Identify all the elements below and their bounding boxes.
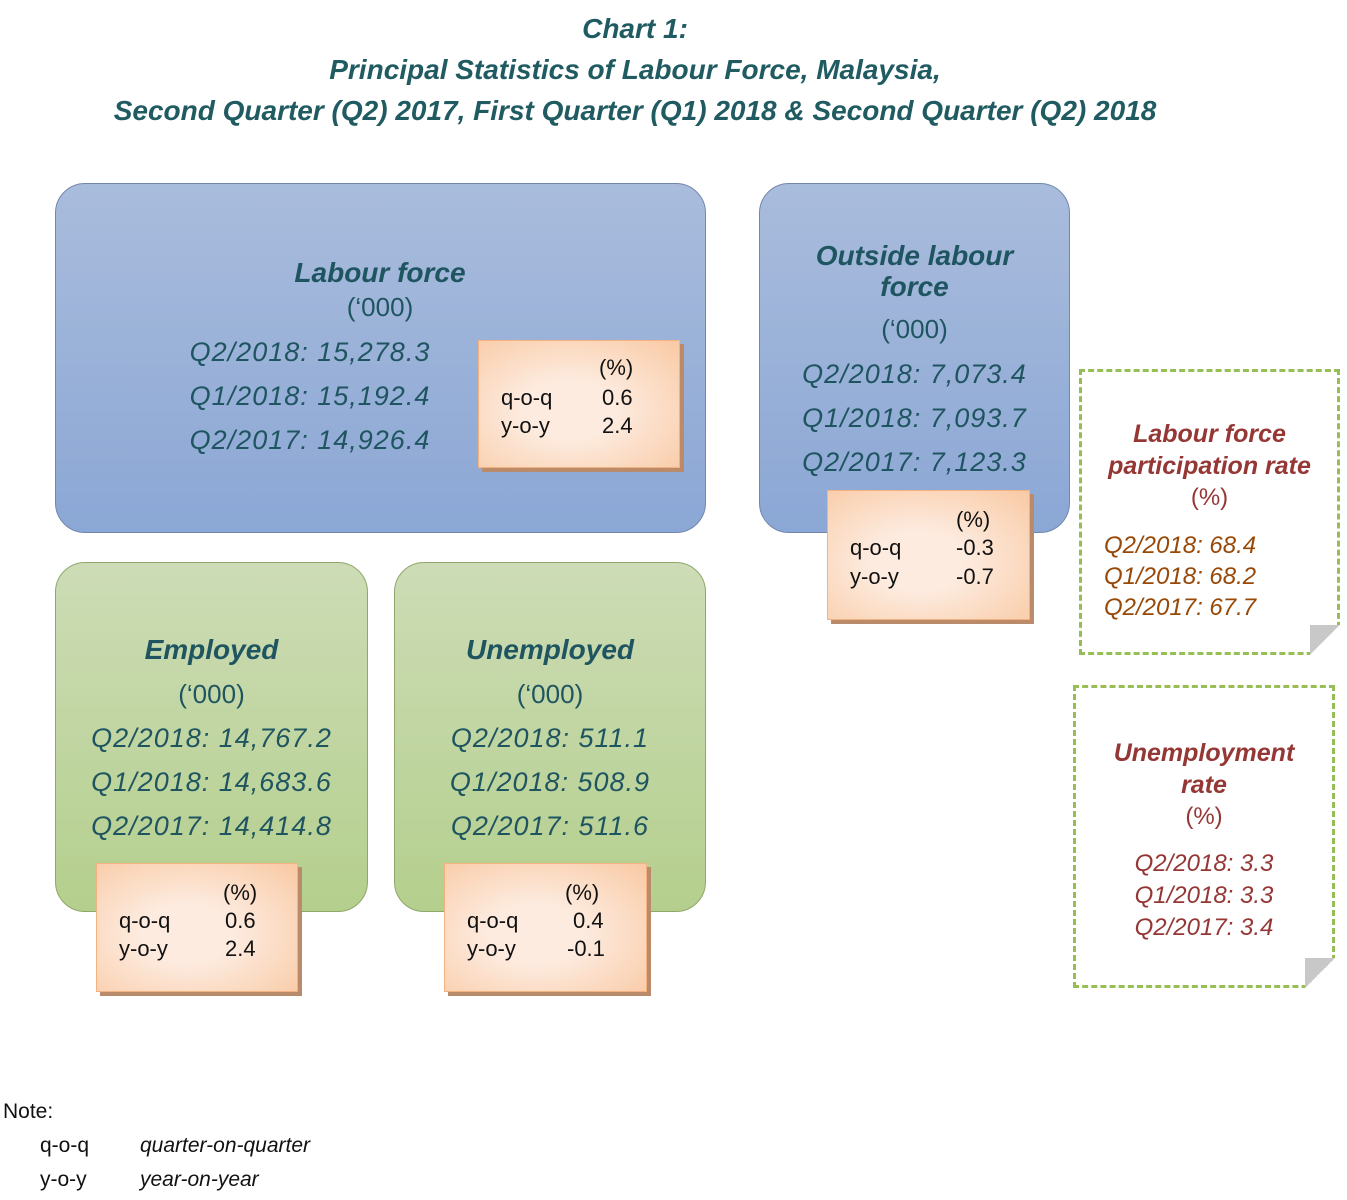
yoy-value: 2.4 xyxy=(225,936,256,961)
employed-block: Employed (‘000) Q2/2018: 14,767.2 Q1/201… xyxy=(55,628,368,848)
title-line-3: Second Quarter (Q2) 2017, First Quarter … xyxy=(113,95,1157,126)
outside-heading-block: Outside labour force (‘000) xyxy=(759,240,1070,345)
value-q2-2017: Q2/2017: 14,926.4 xyxy=(189,425,431,455)
value-q1-2018: Q1/2018: 7,093.7 xyxy=(802,403,1027,433)
qoq-value: -0.3 xyxy=(956,535,994,560)
outside-heading-line2: force xyxy=(880,271,949,302)
outside-change-box: (%) q-o-q -0.3 y-o-y -0.7 xyxy=(827,490,1030,620)
note-abbr-qoq: q-o-q xyxy=(40,1134,90,1157)
value-q2-2017: Q2/2017: 3.4 xyxy=(1134,914,1274,941)
qoq-label: q-o-q xyxy=(119,908,171,933)
note-full-qoq: quarter-on-quarter xyxy=(140,1134,311,1157)
qoq-label: q-o-q xyxy=(501,385,553,410)
value-q1-2018: Q1/2018: 3.3 xyxy=(1134,882,1274,909)
lfpr-values: Q2/2018: 68.4 Q1/2018: 68.2 Q2/2017: 67.… xyxy=(1104,530,1256,623)
change-unit: (%) xyxy=(599,355,634,380)
ur-heading-line1: Unemployment xyxy=(1113,739,1295,767)
page-fold-icon xyxy=(1305,958,1335,988)
labour-force-unit: (‘000) xyxy=(346,292,414,322)
qoq-label: q-o-q xyxy=(850,535,902,560)
ur-heading-line2: rate xyxy=(1181,771,1227,799)
unemployed-heading: Unemployed xyxy=(465,634,635,665)
value-q2-2017: Q2/2017: 511.6 xyxy=(450,811,650,841)
outside-heading-line1: Outside labour xyxy=(815,240,1014,271)
labour-force-heading: Labour force xyxy=(294,257,466,288)
unemployed-box xyxy=(394,562,706,912)
yoy-value: -0.1 xyxy=(567,936,605,961)
ur-unit: (%) xyxy=(1185,803,1223,830)
unemployed-unit: (‘000) xyxy=(516,679,584,709)
labour-force-values: Q2/2018: 15,278.3 Q1/2018: 15,192.4 Q2/2… xyxy=(150,330,470,462)
outside-values: Q2/2018: 7,073.4 Q1/2018: 7,093.7 Q2/201… xyxy=(759,352,1070,484)
employed-change-box: (%) q-o-q 0.6 y-o-y 2.4 xyxy=(96,863,298,992)
labour-force-heading-block: Labour force (‘000) xyxy=(140,256,620,324)
qoq-value: 0.4 xyxy=(573,908,604,933)
change-unit: (%) xyxy=(956,507,991,532)
page-fold-icon xyxy=(1310,625,1340,655)
change-unit: (%) xyxy=(565,880,600,905)
employed-heading: Employed xyxy=(144,634,279,665)
value-q2-2017: Q2/2017: 14,414.8 xyxy=(91,811,332,841)
value-q2-2017: Q2/2017: 7,123.3 xyxy=(802,447,1027,477)
outside-labour-force-box xyxy=(759,183,1070,533)
yoy-label: y-o-y xyxy=(501,413,550,438)
title-line-1: Chart 1: xyxy=(582,13,688,44)
note-full-yoy: year-on-year xyxy=(140,1168,259,1191)
yoy-value: 2.4 xyxy=(602,413,633,438)
yoy-value: -0.7 xyxy=(956,564,994,589)
chart-title: Chart 1: Principal Statistics of Labour … xyxy=(0,8,1270,131)
employed-unit: (‘000) xyxy=(178,679,245,709)
lfpr-box xyxy=(1079,369,1340,655)
value-q1-2018: Q1/2018: 508.9 xyxy=(449,767,651,797)
qoq-value: 0.6 xyxy=(602,385,633,410)
yoy-label: y-o-y xyxy=(119,936,168,961)
ur-box xyxy=(1073,685,1335,988)
note-abbr-yoy: y-o-y xyxy=(40,1168,87,1191)
value-q2-2018: Q2/2018: 68.4 xyxy=(1104,532,1257,559)
change-unit: (%) xyxy=(223,880,258,905)
title-line-2: Principal Statistics of Labour Force, Ma… xyxy=(329,54,941,85)
qoq-label: q-o-q xyxy=(467,908,519,933)
value-q2-2018: Q2/2018: 15,278.3 xyxy=(189,337,431,367)
value-q1-2018: Q1/2018: 68.2 xyxy=(1104,563,1257,590)
yoy-label: y-o-y xyxy=(467,936,516,961)
yoy-label: y-o-y xyxy=(850,564,899,589)
value-q2-2018: Q2/2018: 511.1 xyxy=(450,723,650,753)
value-q2-2018: Q2/2018: 7,073.4 xyxy=(802,359,1027,389)
qoq-value: 0.6 xyxy=(225,908,256,933)
value-q2-2018: Q2/2018: 14,767.2 xyxy=(91,723,332,753)
value-q2-2017: Q2/2017: 67.7 xyxy=(1104,594,1257,621)
ur-heading-block: Unemployment rate (%) xyxy=(1073,737,1335,833)
lfpr-heading-line2: participation rate xyxy=(1108,452,1311,480)
value-q1-2018: Q1/2018: 15,192.4 xyxy=(189,381,431,411)
lfpr-heading-block: Labour force participation rate (%) xyxy=(1079,418,1340,514)
unemployed-change-box: (%) q-o-q 0.4 y-o-y -0.1 xyxy=(444,863,647,992)
value-q2-2018: Q2/2018: 3.3 xyxy=(1134,850,1274,877)
labour-force-change-box: (%) q-o-q 0.6 y-o-y 2.4 xyxy=(478,340,680,468)
outside-unit: (‘000) xyxy=(881,314,948,344)
lfpr-heading-line1: Labour force xyxy=(1133,420,1286,448)
ur-values: Q2/2018: 3.3 Q1/2018: 3.3 Q2/2017: 3.4 xyxy=(1073,848,1335,944)
unemployed-block: Unemployed (‘000) Q2/2018: 511.1 Q1/2018… xyxy=(394,628,706,848)
lfpr-unit: (%) xyxy=(1190,484,1229,511)
note-label: Note: xyxy=(3,1100,54,1123)
value-q1-2018: Q1/2018: 14,683.6 xyxy=(91,767,332,797)
